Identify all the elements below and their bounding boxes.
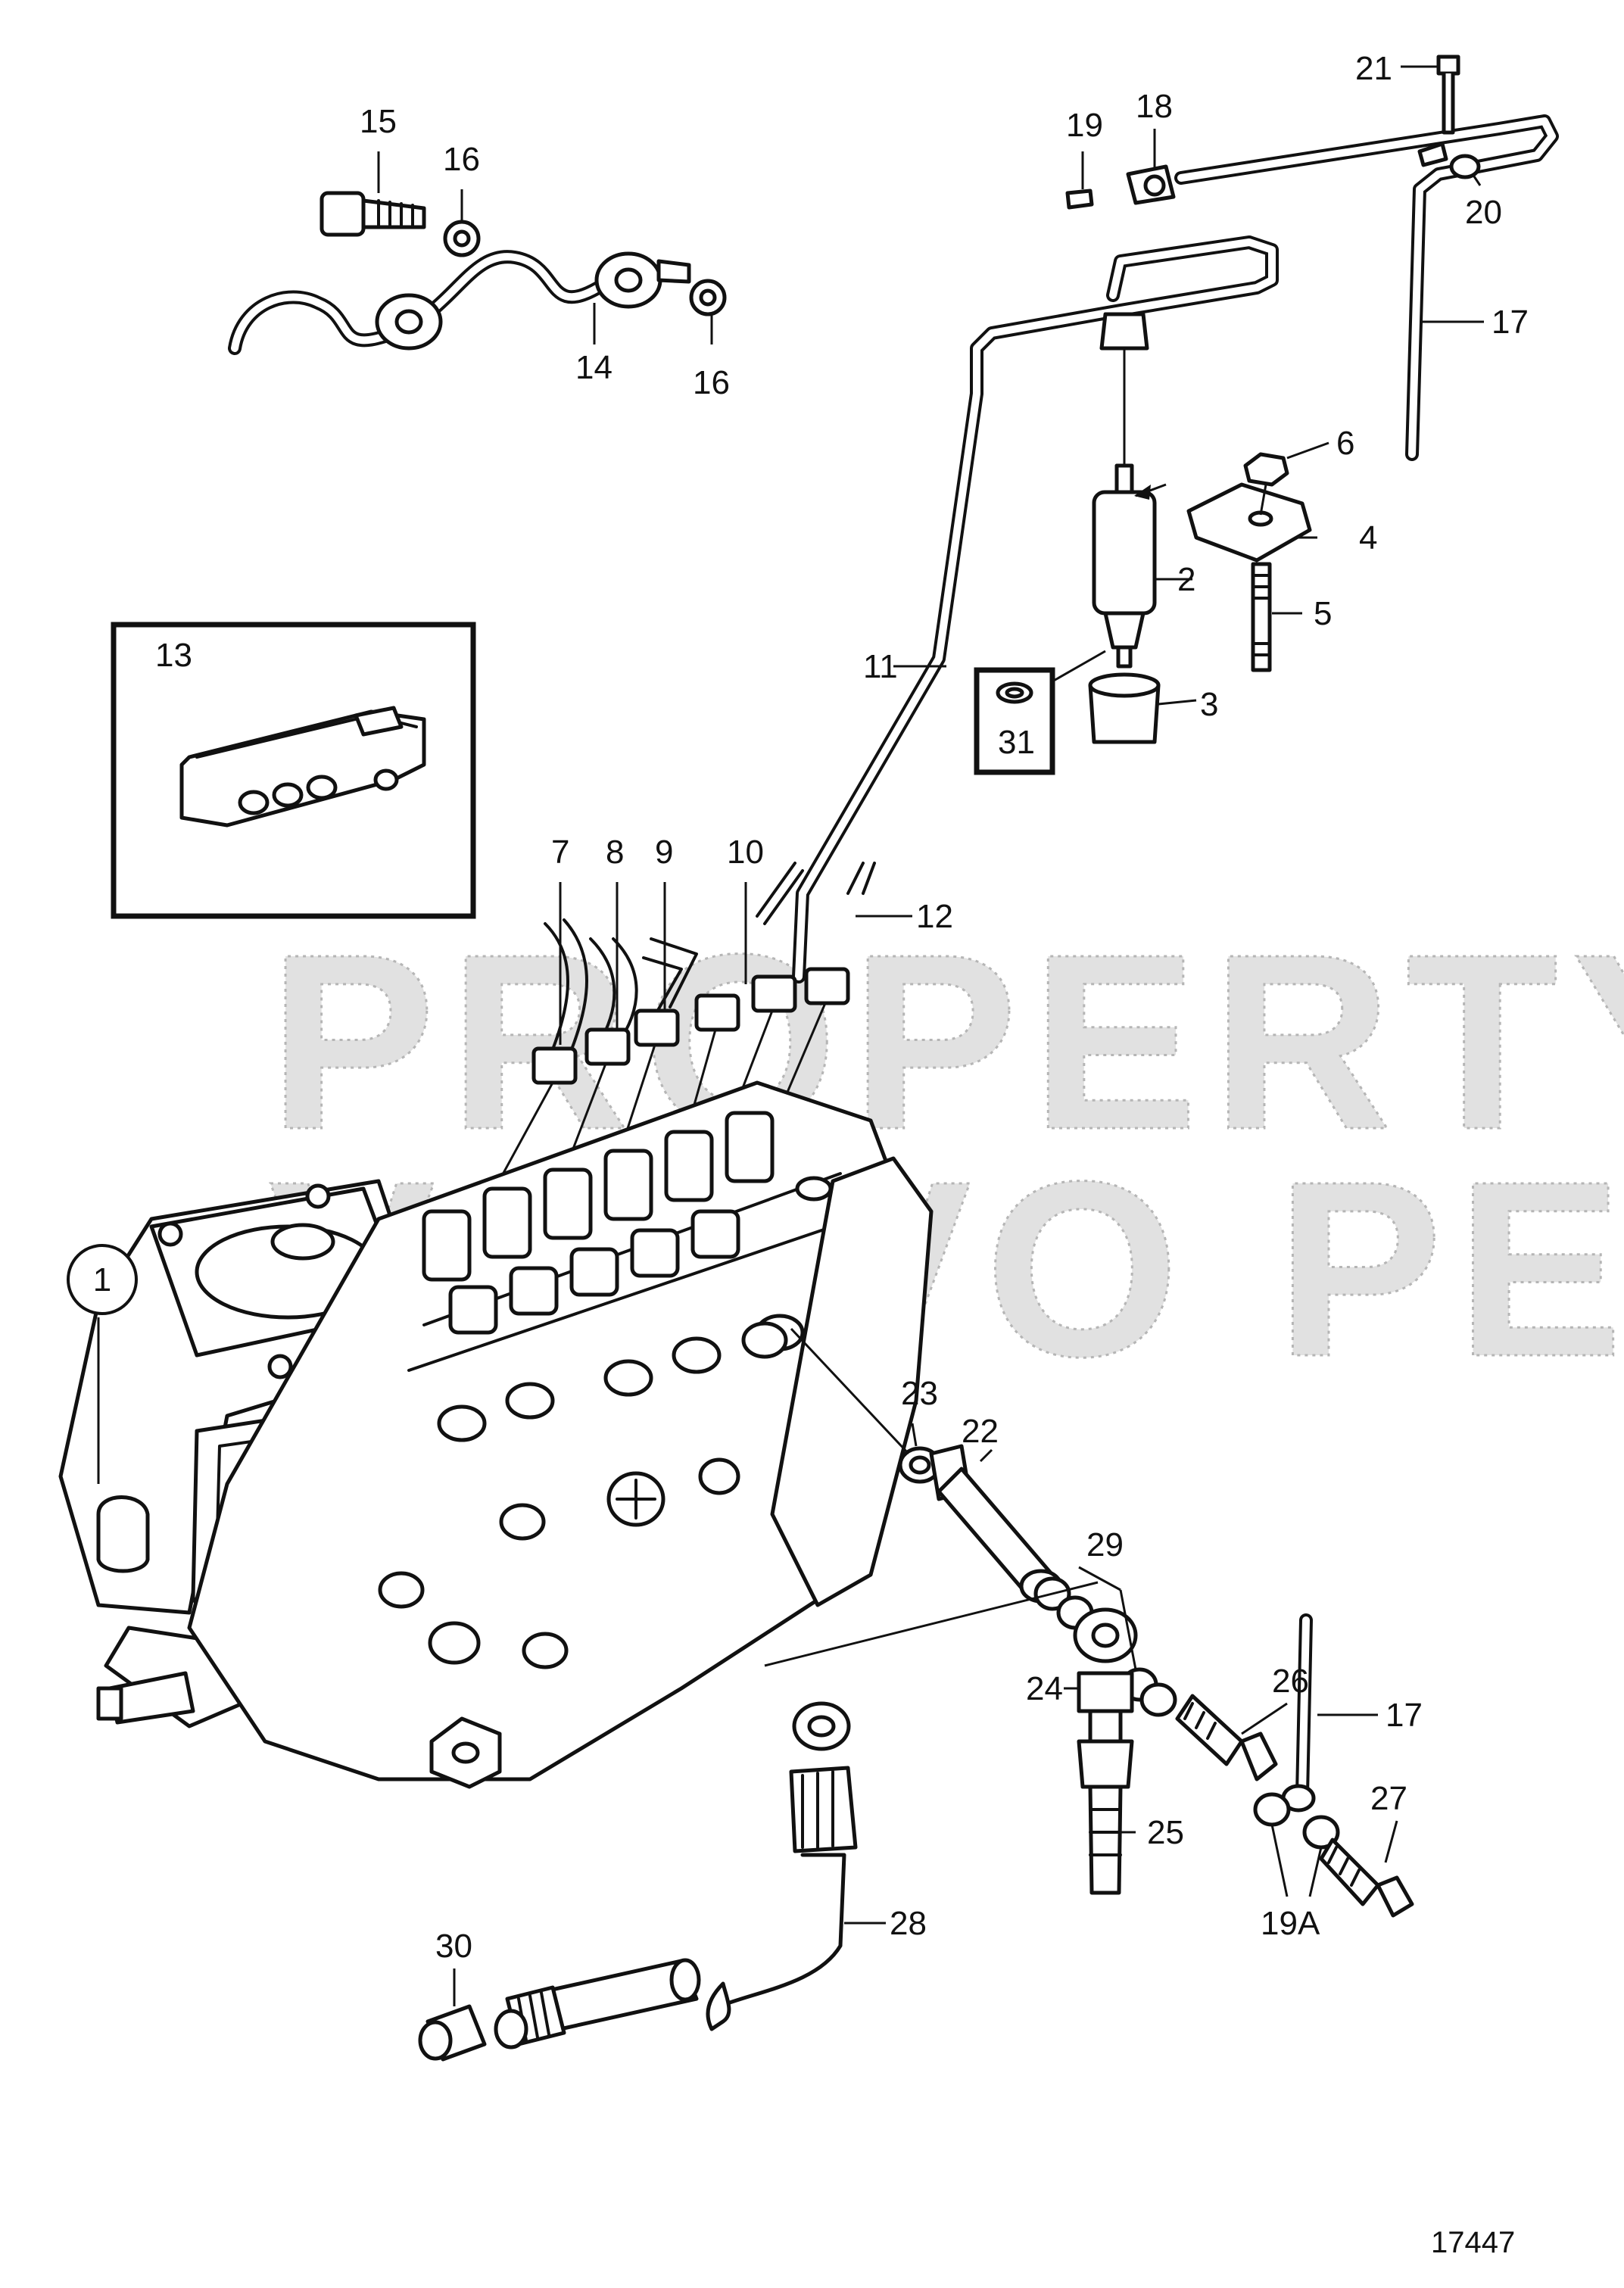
callout-15: 15 [360, 103, 397, 140]
callout-9: 9 [655, 834, 673, 871]
callout-20: 20 [1465, 194, 1502, 231]
callout-1: 1 [93, 1261, 111, 1298]
leak-off-line-assembly [228, 191, 727, 355]
callout-5: 5 [1314, 595, 1332, 632]
delivery-pipe-11 [792, 235, 1279, 983]
callout-16-bottom: 16 [693, 364, 730, 401]
callout-17-top: 17 [1492, 304, 1529, 341]
callout-8: 8 [606, 834, 624, 871]
callout-10: 10 [727, 834, 764, 871]
callout-12: 12 [916, 898, 953, 935]
fuel-inlet-parts [418, 1327, 1414, 2062]
callout-17-bottom: 17 [1386, 1697, 1423, 1734]
callout-25: 25 [1147, 1814, 1184, 1851]
watermark-line-1: PROPERTY OF [269, 902, 1624, 1181]
injection-pump-body [58, 1080, 934, 1789]
callout-3: 3 [1200, 686, 1218, 723]
callout-21: 21 [1355, 50, 1392, 87]
callout-19: 19 [1066, 107, 1103, 144]
callout-13: 13 [155, 637, 192, 674]
callout-28: 28 [890, 1905, 927, 1942]
leader-lines [97, 65, 1484, 2006]
callout-14: 14 [575, 349, 613, 386]
callout-16-top: 16 [443, 141, 480, 178]
part-31-inset [974, 650, 1106, 775]
callout-27: 27 [1370, 1780, 1407, 1817]
callout-31: 31 [998, 724, 1035, 761]
callout-18: 18 [1136, 88, 1173, 125]
return-line-fittings [1065, 55, 1481, 210]
callout-23: 23 [901, 1375, 938, 1412]
callout-11: 11 [863, 648, 898, 685]
delivery-valve-holders [422, 1111, 775, 1335]
drawing-number: 17447 [1431, 2226, 1515, 2259]
return-pipe-17 [1174, 114, 1559, 461]
callout-26: 26 [1272, 1663, 1309, 1700]
callout-2: 2 [1177, 561, 1195, 598]
part-13-inset [111, 622, 476, 919]
callout-7: 7 [551, 834, 569, 871]
injector-assembly [1088, 312, 1312, 744]
callout-29: 29 [1086, 1526, 1124, 1563]
callout-circle-1 [67, 1244, 138, 1315]
callout-6: 6 [1336, 425, 1354, 462]
callout-24: 24 [1026, 1670, 1063, 1707]
callout-4: 4 [1359, 519, 1377, 556]
callout-labels: 1 2 3 4 5 6 7 8 9 10 11 12 13 14 15 16 1… [93, 50, 1529, 1965]
callout-19a: 19A [1261, 1905, 1320, 1942]
callout-30: 30 [435, 1928, 472, 1965]
callout-22: 22 [962, 1413, 999, 1450]
